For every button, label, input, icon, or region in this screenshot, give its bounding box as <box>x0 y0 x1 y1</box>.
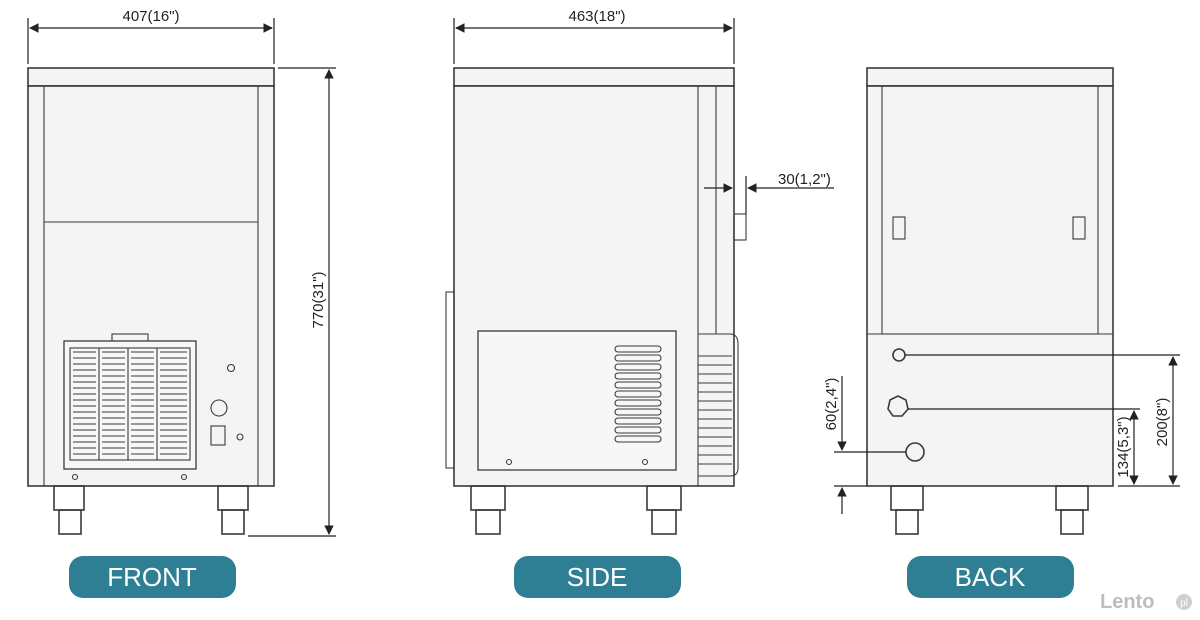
back-top-plate <box>866 67 1114 87</box>
side-front-strip <box>445 291 455 469</box>
side-legs <box>470 485 682 535</box>
back-handle-right <box>1072 216 1086 240</box>
side-offset-label: 30(1,2") <box>778 171 831 188</box>
front-view: 407(16") 770(31") FRONT <box>27 8 336 598</box>
side-handle <box>733 213 747 241</box>
front-badge <box>69 556 236 598</box>
watermark: Lento pl <box>1100 591 1192 613</box>
front-condenser-grille <box>63 333 197 470</box>
front-indicator-light-2 <box>236 433 244 441</box>
watermark-text: Lento <box>1100 591 1154 613</box>
side-badge-label: SIDE <box>567 562 628 592</box>
watermark-badge-icon <box>1176 594 1192 610</box>
back-handle-left <box>892 216 906 240</box>
back-badge <box>907 556 1074 598</box>
back-high-label: 200(8") <box>1154 398 1171 447</box>
front-switch <box>210 425 226 446</box>
back-connector-mid <box>887 395 909 417</box>
side-vents <box>614 345 662 443</box>
front-knob <box>210 399 228 417</box>
front-height-dimension: 770(31") <box>248 67 336 537</box>
side-top-plate <box>453 67 735 87</box>
back-badge-label: BACK <box>955 562 1026 592</box>
side-rear-fins <box>698 333 739 477</box>
front-height-label: 770(31") <box>310 271 327 328</box>
back-view: 200(8") 134(5,3") 60(2,4") BACK <box>823 67 1180 598</box>
side-view: 463(18") 30(1,2") SIDE <box>445 8 834 598</box>
front-legs <box>53 485 249 535</box>
back-low-label: 60(2,4") <box>823 378 840 431</box>
watermark-suffix: pl <box>1180 598 1188 609</box>
back-mid-label: 134(5,3") <box>1115 416 1132 477</box>
side-offset-dimension: 30(1,2") <box>704 171 834 214</box>
front-width-label: 407(16") <box>122 8 179 25</box>
side-depth-dimension: 463(18") <box>453 8 735 64</box>
front-top-plate <box>27 67 275 87</box>
back-body <box>866 85 1114 487</box>
front-width-dimension: 407(16") <box>27 8 275 64</box>
front-badge-label: FRONT <box>107 562 197 592</box>
side-badge <box>514 556 681 598</box>
front-indicator-light <box>226 363 236 373</box>
back-legs <box>890 485 1089 535</box>
side-depth-label: 463(18") <box>568 8 625 25</box>
